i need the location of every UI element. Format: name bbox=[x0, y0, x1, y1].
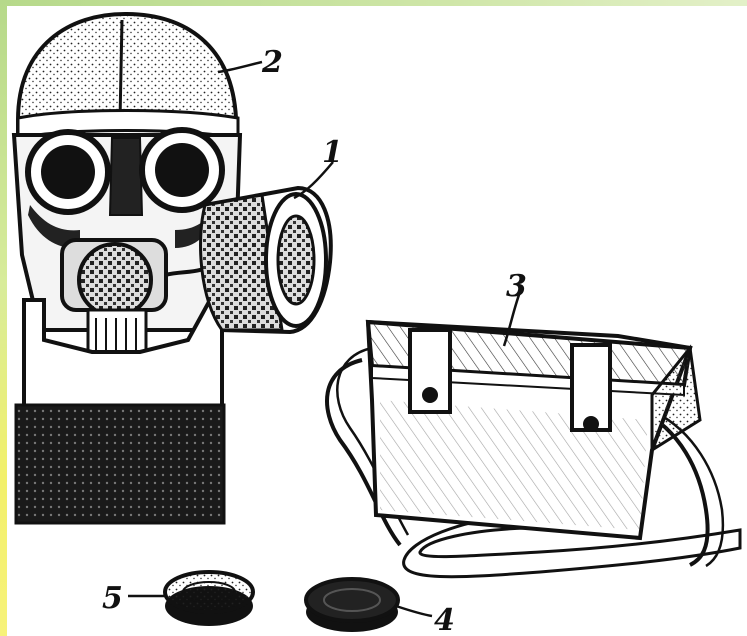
mask-stand-base bbox=[14, 403, 226, 525]
filter-canister-drawing bbox=[199, 185, 333, 335]
svg-text:5: 5 bbox=[102, 581, 123, 616]
svg-text:1: 1 bbox=[322, 135, 343, 170]
svg-text:4: 4 bbox=[434, 603, 455, 636]
valve-disc-right-drawing bbox=[304, 577, 400, 632]
frame-top-edge bbox=[0, 0, 747, 6]
gas-mask-drawing bbox=[11, 11, 243, 525]
callout-bag: 3 bbox=[502, 269, 527, 347]
callout-disc-left: 5 bbox=[102, 581, 166, 616]
callout-helmet: 2 bbox=[217, 45, 283, 80]
eyepiece-right bbox=[139, 127, 225, 213]
svg-text:3: 3 bbox=[506, 269, 527, 304]
bag-buckle-left bbox=[408, 328, 452, 414]
valve-disc-left-drawing bbox=[163, 570, 255, 626]
bag-strap bbox=[402, 513, 742, 579]
callout-filter: 1 bbox=[293, 135, 343, 200]
svg-text:2: 2 bbox=[261, 45, 283, 80]
mask-valve-box bbox=[60, 238, 168, 358]
bag-buckle-right bbox=[570, 343, 612, 432]
frame-left-edge bbox=[0, 0, 7, 636]
callout-disc-right: 4 bbox=[395, 603, 455, 636]
bag-drawing bbox=[325, 319, 742, 579]
eyepiece-left bbox=[25, 129, 111, 215]
